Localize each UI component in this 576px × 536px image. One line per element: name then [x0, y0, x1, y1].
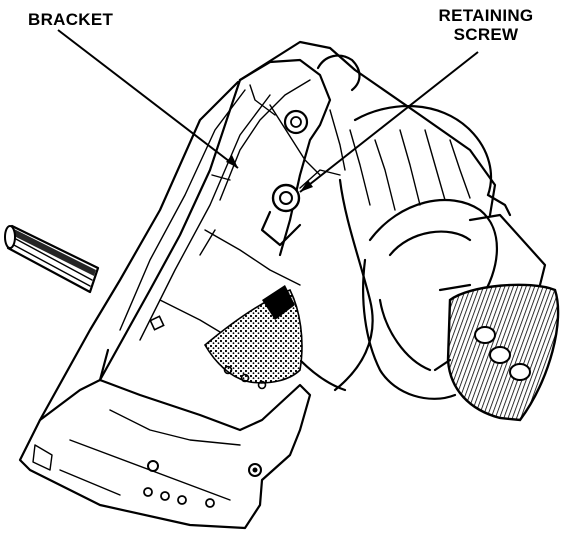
retaining-screw: [260, 169, 341, 247]
shaded-area: [203, 285, 303, 384]
retaining-screw-label: RETAINING SCREW: [430, 6, 542, 44]
switch-body: [18, 40, 497, 530]
lock-housing: [298, 105, 547, 400]
leader-retaining-screw: [299, 51, 479, 193]
leader-bracket: [57, 29, 239, 169]
mounting-holes: [143, 365, 267, 508]
retaining-screw-label-line1: RETAINING: [438, 6, 534, 25]
retaining-screw-label-line2: SCREW: [453, 25, 519, 44]
bracket-label: BRACKET: [28, 10, 114, 29]
key-head: [433, 283, 560, 422]
shaft: [4, 224, 100, 294]
